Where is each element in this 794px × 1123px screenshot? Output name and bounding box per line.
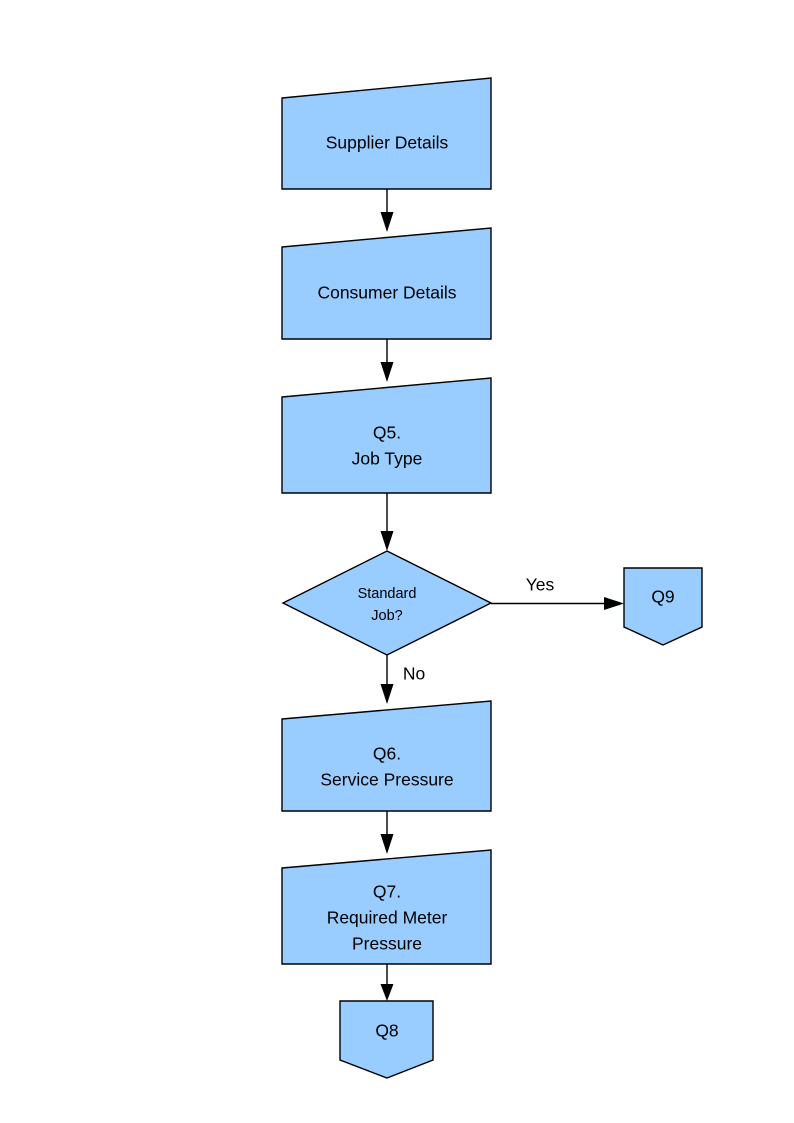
node-label-line-1: Q5. [373,423,401,443]
node-label: Consumer Details [317,283,456,303]
arrowhead-icon [380,531,394,551]
node-q7-required-meter-pressure[interactable]: Q7. Required Meter Pressure [281,849,492,965]
node-q9[interactable]: Q9 [623,567,703,646]
edge-decision-to-q6: No [380,655,425,704]
node-consumer-details[interactable]: Consumer Details [281,227,492,340]
node-label-line-1: Q6. [373,744,401,764]
edge-q5-to-decision [380,493,394,551]
node-standard-job-decision[interactable]: Standard Job? [281,550,493,656]
node-label: Q8 [375,1021,398,1041]
node-q8[interactable]: Q8 [339,1000,434,1079]
node-label-line-1: Q7. [373,882,401,902]
node-label-line-2: Job? [371,608,402,624]
node-label-line-1: Standard [358,586,417,602]
node-shape-manual-input[interactable] [281,227,492,340]
node-shape-manual-input[interactable] [281,77,492,190]
edge-consumer-to-q5 [380,339,394,382]
node-shape-manual-input[interactable] [281,377,492,494]
node-label-line-2: Service Pressure [320,770,453,790]
node-shape-pennant[interactable] [623,567,703,646]
node-label-line-3: Pressure [352,934,422,954]
edge-q6-to-q7 [380,811,394,854]
node-supplier-details[interactable]: Supplier Details [281,77,492,190]
node-label: Supplier Details [326,133,449,153]
arrowhead-icon [380,684,394,704]
edge-q7-to-q8 [380,964,394,1001]
arrowhead-icon [380,834,394,854]
node-shape-decision[interactable] [281,550,493,656]
node-shape-manual-input[interactable] [281,700,492,812]
edge-supplier-to-consumer [380,189,394,232]
node-shape-pennant[interactable] [339,1000,434,1079]
node-label-line-2: Job Type [352,449,423,469]
node-label: Q9 [651,587,674,607]
arrowhead-icon [604,597,624,610]
node-shape-manual-input[interactable] [281,849,492,965]
arrowhead-icon [380,212,394,232]
edge-label-no: No [403,664,425,684]
edge-label-yes: Yes [526,575,555,595]
arrowhead-icon [380,362,394,382]
arrowhead-icon [380,984,394,1001]
edge-decision-to-q9: Yes [491,575,624,610]
node-q6-service-pressure[interactable]: Q6. Service Pressure [281,700,492,812]
node-q5-job-type[interactable]: Q5. Job Type [281,377,492,494]
node-label-line-2: Required Meter [327,908,448,928]
